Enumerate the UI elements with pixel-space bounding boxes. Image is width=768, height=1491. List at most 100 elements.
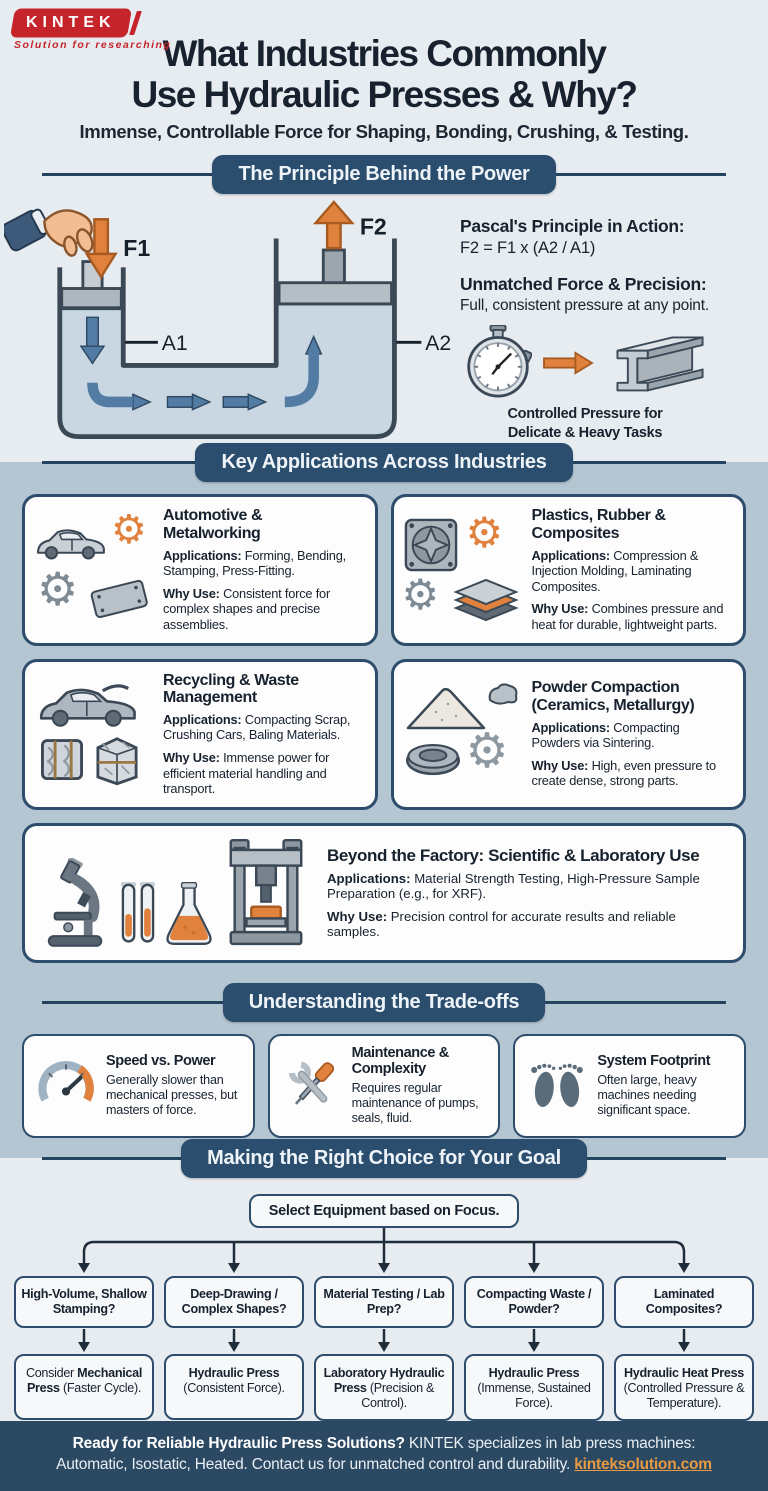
answer-box: Hydraulic Press (Immense, Sustained Forc…: [464, 1354, 604, 1422]
question-box: Material Testing / Lab Prep?: [314, 1276, 454, 1329]
right-arrow-icon: [543, 351, 594, 376]
gear-icon: ⚙: [465, 725, 509, 779]
footer-link[interactable]: kinteksolution.com: [574, 1456, 712, 1474]
applications-band: Key Applications Across Industries ⚙ ⚙ A…: [0, 443, 768, 1159]
principle-text-column: Pascal's Principle in Action: F2 = F1 x …: [456, 200, 762, 441]
page-subtitle: Immense, Controllable Force for Shaping,…: [79, 121, 689, 143]
powder-pile-icon: [406, 688, 485, 730]
card-powder: ⚙ Powder Compaction (Ceramics, Metallurg…: [390, 658, 746, 810]
card-footprint: System Footprint Often large, heavy mach…: [513, 1033, 746, 1139]
tradeoffs-section-head: Understanding the Trade-offs: [0, 982, 768, 1022]
question-box: Deep-Drawing / Complex Shapes?: [164, 1276, 304, 1329]
flow-branch-1: High-Volume, Shallow Stamping? Consider …: [14, 1276, 154, 1421]
principle-heading: The Principle Behind the Power: [212, 155, 556, 195]
gauge-icon: [38, 1060, 94, 1102]
card-title: Recycling & Waste Management: [163, 671, 299, 707]
flask-icon: [166, 881, 212, 945]
footer-cta: Ready for Reliable Hydraulic Press Solut…: [0, 1421, 768, 1491]
kintek-logo-box: KINTEK: [11, 10, 130, 36]
f2-force-arrow: [312, 200, 355, 250]
a2-label: A2: [425, 332, 451, 355]
flow-question-row: High-Volume, Shallow Stamping? Consider …: [0, 1276, 768, 1422]
plastics-icons: ⚙ ⚙: [402, 511, 522, 624]
choice-section-head: Making the Right Choice for Your Goal: [0, 1139, 768, 1179]
principle-section: F1 F2 A1 A2: [0, 194, 768, 462]
force-title: Unmatched Force & Precision:: [460, 274, 707, 295]
card-laboratory: Beyond the Factory: Scientific & Laborat…: [22, 822, 746, 963]
flow-connector-arrows: [78, 1228, 690, 1274]
pascal-formula: F2 = F1 x (A2 / A1): [460, 239, 596, 258]
down-arrow-icon: [228, 1329, 240, 1353]
card-title: Plastics, Rubber & Composites: [531, 507, 667, 542]
heading-rule-right: [555, 173, 726, 177]
flow-branch-2: Deep-Drawing / Complex Shapes? Hydraulic…: [164, 1276, 304, 1421]
tools-icon: [288, 1061, 334, 1105]
crushed-cube-icon: [96, 737, 138, 786]
mold-plate-icon: [404, 518, 457, 572]
pressure-icons-row: [464, 325, 748, 401]
force-desc: Full, consistent pressure at any point.: [460, 297, 709, 315]
card-speed-vs-power: Speed vs. Power Generally slower than me…: [22, 1033, 255, 1139]
gear-icon: ⚙: [465, 508, 504, 556]
tradeoff-title: Speed vs. Power: [106, 1052, 216, 1069]
ibeam-icon: [616, 336, 704, 393]
a1-label: A1: [162, 332, 188, 355]
flow-curve-right: [284, 352, 319, 408]
laboratory-icons: [41, 838, 311, 948]
tradeoff-desc: Requires regular maintenance of pumps, s…: [351, 1080, 479, 1125]
page-title: What Industries Commonly Use Hydraulic P…: [0, 33, 768, 115]
f1-label: F1: [123, 235, 150, 261]
small-piston: [60, 287, 123, 310]
flow-branch-5: Laminated Composites? Hydraulic Heat Pre…: [614, 1276, 754, 1422]
scrap-bale-icon: [41, 739, 83, 781]
answer-box: Hydraulic Press (Consistent Force).: [164, 1354, 304, 1421]
microscope-icon: [47, 857, 103, 947]
f2-label: F2: [360, 214, 387, 240]
powder-clump-icon: [488, 683, 517, 705]
tradeoff-desc: Often large, heavy machines needing sign…: [597, 1072, 697, 1117]
answer-box: Hydraulic Heat Press (Controlled Pressur…: [614, 1354, 754, 1422]
stopwatch-icon: [467, 325, 532, 398]
footprints-icon: [531, 1063, 584, 1107]
recycling-icons: [35, 680, 153, 788]
applications-cards: ⚙ ⚙ Automotive & Metalworking Applicatio…: [0, 482, 768, 810]
gear-icon: ⚙: [111, 507, 147, 552]
down-arrow-icon: [78, 1329, 90, 1353]
card-automotive: ⚙ ⚙ Automotive & Metalworking Applicatio…: [22, 494, 378, 646]
answer-box: Consider Mechanical Press (Faster Cycle)…: [14, 1354, 154, 1421]
flow-branch-3: Material Testing / Lab Prep? Laboratory …: [314, 1276, 454, 1422]
flow-root-box: Select Equipment based on Focus.: [248, 1194, 520, 1229]
fluid-vessel: [57, 300, 397, 440]
metal-plate-icon: [90, 579, 148, 618]
scrap-car-icon: [39, 684, 136, 727]
applications-heading: Key Applications Across Industries: [195, 443, 573, 483]
cylinder-walls: [57, 238, 397, 309]
tradeoffs-heading: Understanding the Trade-offs: [222, 982, 546, 1022]
flow-branch-4: Compacting Waste / Powder? Hydraulic Pre…: [464, 1276, 604, 1422]
question-box: Laminated Composites?: [614, 1276, 754, 1329]
choice-heading: Making the Right Choice for Your Goal: [181, 1139, 587, 1179]
card-title: Beyond the Factory: Scientific & Laborat…: [327, 846, 700, 865]
large-piston: [277, 281, 394, 306]
card-recycling: Recycling & Waste Management Application…: [22, 658, 378, 810]
hydraulic-press-icon: [229, 838, 303, 945]
question-box: High-Volume, Shallow Stamping?: [14, 1276, 154, 1329]
automotive-icons: ⚙ ⚙: [35, 510, 153, 624]
footer-cta-bold: Ready for Reliable Hydraulic Press Solut…: [72, 1435, 405, 1453]
tradeoff-desc: Generally slower than mechanical presses…: [106, 1072, 238, 1117]
f1-force-arrow: [84, 218, 118, 280]
compacted-ring-icon: [405, 744, 460, 776]
gear-icon: ⚙: [37, 562, 79, 615]
header: KINTEK Solution for researching What Ind…: [0, 0, 768, 143]
choice-section: Making the Right Choice for Your Goal Se…: [0, 1139, 768, 1422]
fluid-flow-arrows: [79, 316, 323, 412]
down-arrow-icon: [528, 1329, 540, 1353]
brand-tagline: Solution for researching: [14, 39, 172, 51]
hydraulic-principle-diagram: F1 F2 A1 A2: [4, 200, 451, 440]
down-arrow-icon: [378, 1329, 390, 1353]
answer-box: Laboratory Hydraulic Press (Precision & …: [314, 1354, 454, 1422]
laminate-layers-icon: [452, 578, 519, 622]
kintek-logo: KINTEK Solution for researching: [11, 10, 172, 51]
card-maintenance: Maintenance & Complexity Requires regula…: [267, 1033, 501, 1139]
flow-curve-left: [87, 382, 133, 408]
